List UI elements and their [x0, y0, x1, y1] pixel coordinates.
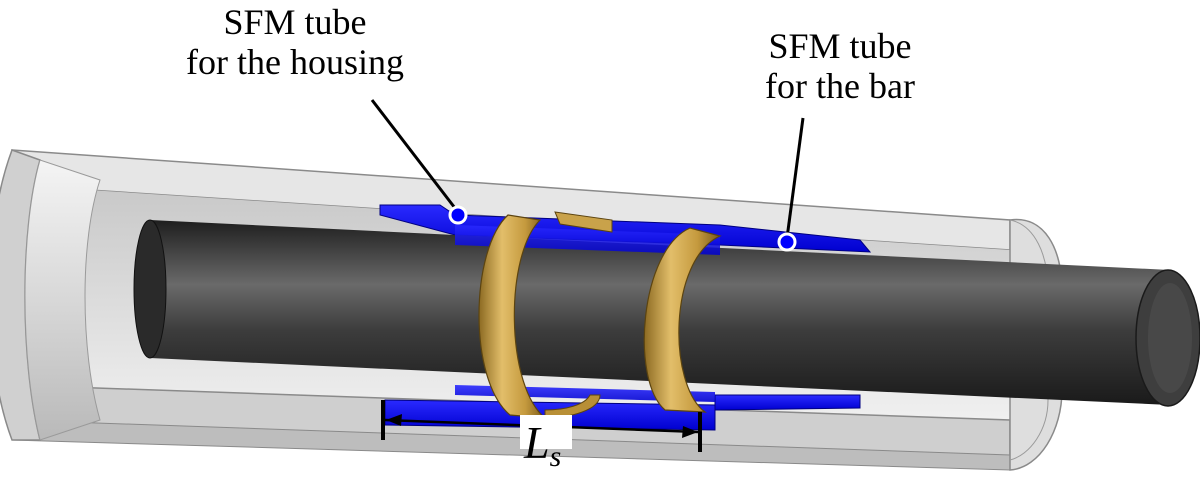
- label-bar-line2: for the bar: [765, 66, 915, 106]
- label-housing-line2: for the housing: [186, 42, 404, 82]
- dimension-subscript: s: [549, 440, 562, 473]
- pointer-dot-bar: [777, 232, 797, 252]
- band-right: [643, 227, 722, 413]
- sfm-tube-bar-upper: [379, 204, 872, 253]
- leader-lines: [370, 99, 805, 239]
- band-left: [478, 211, 613, 419]
- dimension-label-backdrop: [520, 415, 572, 449]
- label-sfm-tube-housing: SFM tube for the housing: [130, 2, 460, 82]
- leader-housing: [370, 99, 460, 213]
- dimension-symbol: L: [524, 417, 550, 468]
- label-dimension-ls: Ls: [524, 418, 604, 482]
- label-housing-line1: SFM tube: [223, 2, 367, 42]
- pointer-dot-housing: [448, 205, 468, 225]
- leader-bar: [785, 117, 805, 239]
- arrow-right: [682, 426, 698, 438]
- label-sfm-tube-bar: SFM tube for the bar: [690, 26, 990, 106]
- label-bar-line1: SFM tube: [768, 26, 912, 66]
- arrow-left: [386, 414, 402, 426]
